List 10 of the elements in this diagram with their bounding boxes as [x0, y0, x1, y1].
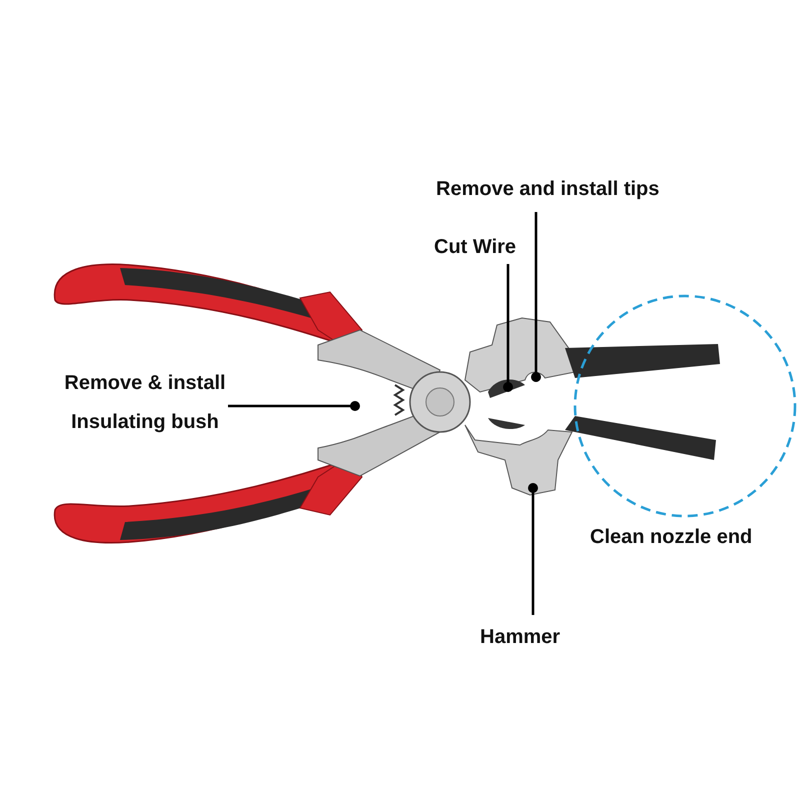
leader-line: [503, 264, 513, 392]
callout-label: Cut Wire: [434, 228, 516, 266]
callout-label: Hammer: [480, 618, 560, 656]
callout-label: Remove & install Insulating bush: [50, 364, 240, 442]
leader-line: [531, 212, 541, 382]
leader-line: [528, 483, 538, 615]
leader-line: [228, 401, 360, 411]
callout-label: Remove and install tips: [436, 170, 660, 208]
dashed-circle: [572, 293, 798, 519]
node-label: Clean nozzle end: [590, 525, 752, 550]
